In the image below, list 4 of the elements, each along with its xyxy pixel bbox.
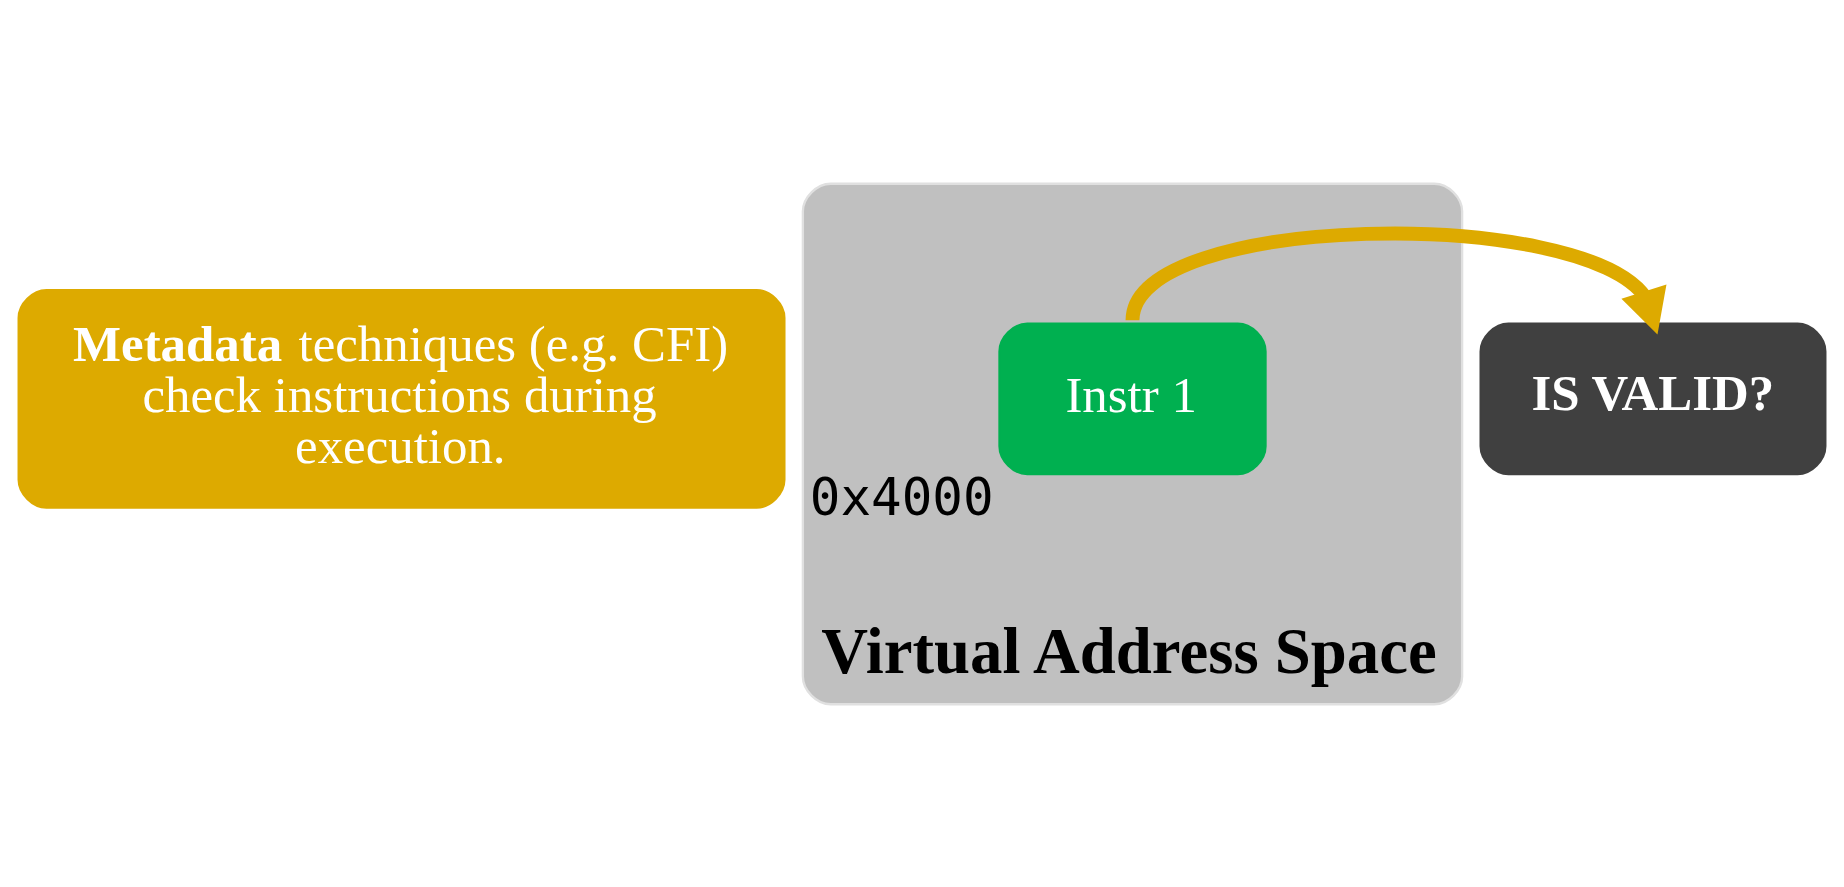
node-label: 0x4000 bbox=[809, 467, 994, 527]
node-box: Metadata techniques (e.g. CFI) check instructions during execution. bbox=[17, 288, 786, 509]
node-box: Instr 1 bbox=[998, 322, 1267, 475]
node-box: IS VALID? bbox=[1479, 322, 1827, 475]
